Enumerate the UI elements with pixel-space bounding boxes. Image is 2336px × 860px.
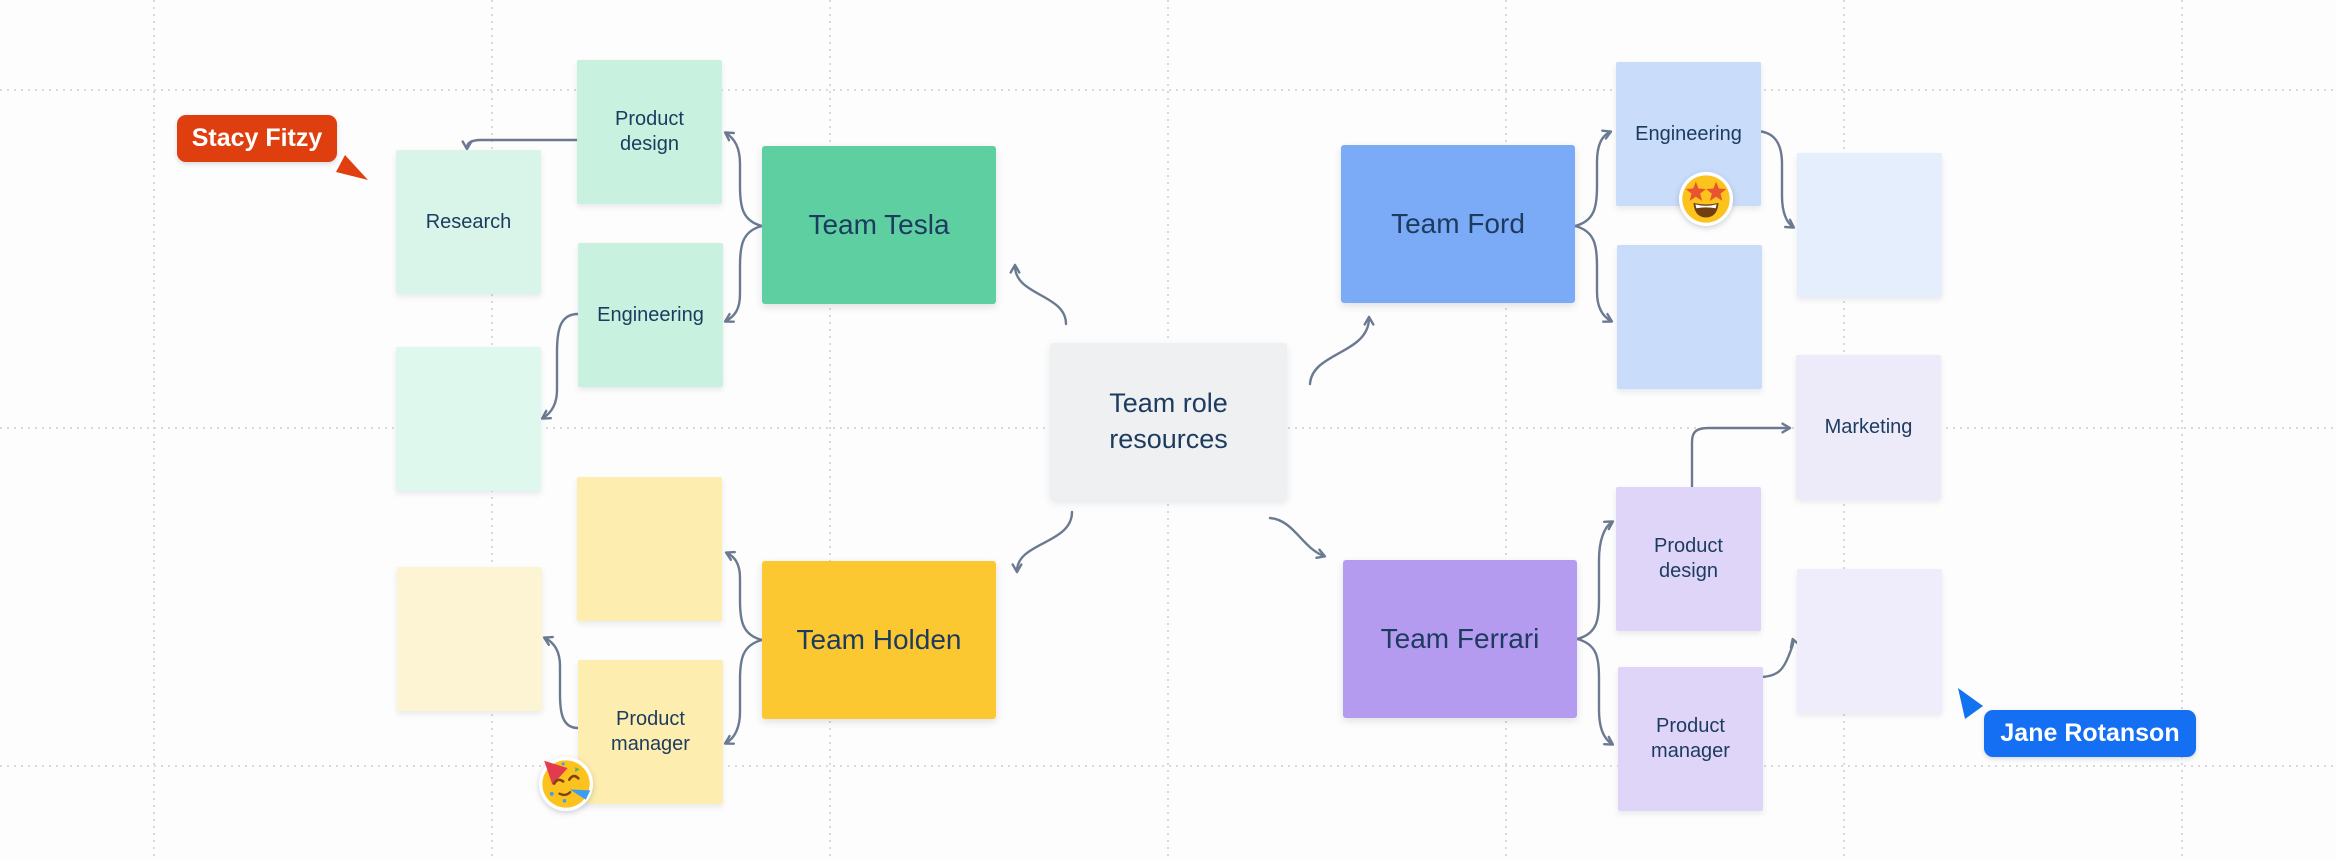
sticky-label: Product design bbox=[615, 108, 684, 155]
team-holden-label: Team Holden bbox=[796, 624, 962, 655]
connector-engineering-pale-blue[interactable] bbox=[1753, 129, 1796, 229]
sticky-ferrari-product-manager[interactable]: Product manager bbox=[1618, 667, 1763, 811]
sticky-holden-product-manager[interactable]: Product manager bbox=[578, 660, 723, 804]
connector-product-design-research[interactable] bbox=[461, 138, 579, 151]
team-ferrari-node[interactable]: Team Ferrari bbox=[1343, 560, 1577, 718]
sticky-ford-blank[interactable] bbox=[1617, 245, 1762, 389]
party-hat-icon bbox=[544, 760, 568, 785]
connector-holden-product-manager[interactable] bbox=[723, 638, 764, 745]
smile-mouth bbox=[558, 791, 572, 797]
confetti-dot bbox=[562, 799, 567, 803]
connector-product-manager-blank[interactable] bbox=[542, 635, 580, 730]
sticky-label: Product manager bbox=[1651, 715, 1730, 762]
connector-product-design-marketing[interactable] bbox=[1690, 422, 1792, 489]
connector-ford-blank[interactable] bbox=[1573, 224, 1614, 323]
star-struck-emoji-sticker[interactable] bbox=[1677, 170, 1735, 228]
closed-eyes bbox=[552, 774, 580, 785]
sticky-ferrari-blank-right[interactable] bbox=[1797, 569, 1942, 713]
cursor-name: Jane Rotanson bbox=[2000, 719, 2180, 747]
sticky-label: Product design bbox=[1654, 535, 1723, 582]
sticky-label: Marketing bbox=[1824, 415, 1913, 438]
grid-line-vertical bbox=[829, 0, 831, 860]
sticky-ferrari-product-design[interactable]: Product design bbox=[1616, 487, 1761, 631]
grid-line-horizontal bbox=[0, 765, 2336, 767]
connector-center-ford[interactable] bbox=[1308, 315, 1375, 386]
center-topic-node[interactable]: Team role resources bbox=[1050, 343, 1287, 500]
grid-line-vertical bbox=[153, 0, 155, 860]
grid-line-horizontal bbox=[0, 89, 2336, 91]
connector-tesla-product-design[interactable] bbox=[723, 131, 764, 228]
sticky-label: Engineering bbox=[597, 303, 704, 326]
connector-ferrari-product-design[interactable] bbox=[1575, 520, 1615, 641]
connector-center-tesla[interactable] bbox=[1009, 263, 1068, 326]
cursor-name: Stacy Fitzy bbox=[191, 124, 323, 152]
team-tesla-node[interactable]: Team Tesla bbox=[762, 146, 996, 304]
grid-line-vertical bbox=[1505, 0, 1507, 860]
sticky-tesla-blank[interactable] bbox=[396, 347, 541, 491]
sticky-label: Research bbox=[425, 210, 512, 233]
confetti-dot bbox=[561, 762, 565, 766]
teeth bbox=[1695, 204, 1717, 209]
sticky-ford-blank-right[interactable] bbox=[1797, 153, 1942, 297]
team-ferrari-label: Team Ferrari bbox=[1380, 623, 1540, 654]
cursor-label-stacy: Stacy Fitzy bbox=[177, 115, 337, 162]
team-holden-node[interactable]: Team Holden bbox=[762, 561, 996, 719]
sticky-label: Engineering bbox=[1635, 122, 1742, 145]
stacy-cursor-icon bbox=[336, 155, 368, 180]
confetti-triangle bbox=[575, 767, 580, 772]
center-topic-label: Team role resources bbox=[1109, 388, 1228, 454]
connector-tesla-engineering[interactable] bbox=[723, 224, 764, 323]
star-eyes-icon bbox=[1685, 181, 1727, 201]
sticky-tesla-product-design[interactable]: Product design bbox=[577, 60, 722, 204]
partying-face-emoji-sticker[interactable] bbox=[537, 755, 595, 813]
team-tesla-label: Team Tesla bbox=[808, 209, 950, 240]
jane-cursor-icon bbox=[1958, 688, 1983, 719]
sticky-ferrari-marketing[interactable]: Marketing bbox=[1796, 355, 1941, 499]
team-ford-label: Team Ford bbox=[1391, 208, 1525, 239]
connector-ferrari-product-manager[interactable] bbox=[1575, 637, 1615, 746]
connector-ford-engineering[interactable] bbox=[1573, 129, 1613, 228]
confetti-dot bbox=[549, 791, 554, 796]
sticky-label: Product manager bbox=[611, 708, 690, 755]
connector-engineering-blank[interactable] bbox=[540, 312, 580, 420]
cursor-label-jane: Jane Rotanson bbox=[1984, 710, 2196, 757]
grid-line-vertical bbox=[2181, 0, 2183, 860]
party-blower-icon bbox=[569, 789, 591, 800]
connector-product-manager-blank-lavender[interactable] bbox=[1757, 637, 1801, 679]
connector-center-ferrari[interactable] bbox=[1268, 516, 1327, 560]
connector-center-holden[interactable] bbox=[1011, 510, 1074, 574]
sticky-holden-blank-top[interactable] bbox=[577, 477, 722, 621]
sticky-tesla-engineering[interactable]: Engineering bbox=[578, 243, 723, 387]
sticky-tesla-research[interactable]: Research bbox=[396, 150, 541, 294]
sticky-holden-blank-left[interactable] bbox=[397, 567, 542, 711]
team-ford-node[interactable]: Team Ford bbox=[1341, 145, 1575, 303]
connector-holden-blank[interactable] bbox=[724, 550, 764, 642]
